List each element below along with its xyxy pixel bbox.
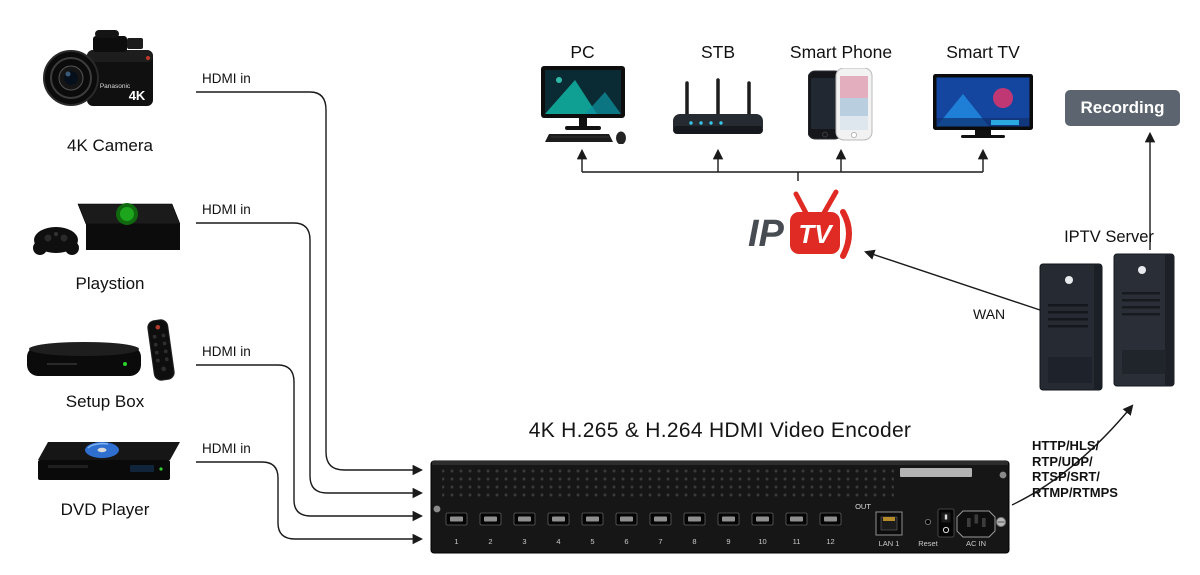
port-number-2: 2	[488, 537, 492, 546]
camera-brand-text: Panasonic	[100, 83, 131, 90]
dvd-player-art	[30, 430, 180, 492]
iptv-tv-shape	[790, 212, 840, 254]
protocol-line-2: RTP/UDP/	[1032, 453, 1093, 469]
gnd-screw	[995, 516, 1007, 528]
wan-label: WAN	[973, 306, 1006, 322]
hdmi-in-label-1: HDMI in	[202, 71, 251, 86]
protocol-line-3: RTSP/SRT/	[1032, 469, 1100, 484]
hdmi-port-11	[785, 512, 808, 526]
reset-hole	[924, 519, 931, 526]
reset-label: Reset	[918, 539, 939, 548]
arrow-encoder-to-server	[1011, 404, 1134, 506]
screw-right	[999, 471, 1007, 479]
label-iptv-server: IPTV Server	[1064, 228, 1154, 246]
hdmi-in-label-3: HDMI in	[202, 344, 251, 359]
hdmi-in-label-4: HDMI in	[202, 441, 251, 456]
port-number-10: 10	[758, 537, 766, 546]
label-pc: PC	[570, 42, 595, 62]
hdmi-port-7	[649, 512, 672, 526]
iptv-logo-tv-text: TV	[798, 219, 834, 249]
label-setup-box: Setup Box	[65, 392, 145, 411]
port-number-1: 1	[454, 537, 458, 546]
iptv-logo: IP TV	[746, 182, 858, 266]
recording-badge: Recording	[1065, 90, 1180, 126]
port-number-7: 7	[658, 537, 662, 546]
hdmi-in-label-2: HDMI in	[202, 202, 251, 217]
line-playstation-to-encoder	[196, 222, 424, 499]
port-number-12: 12	[826, 537, 834, 546]
port-number-8: 8	[692, 537, 696, 546]
camera-art: Panasonic 4K	[35, 28, 185, 133]
hdmi-port-10	[751, 512, 774, 526]
stb-art	[673, 78, 763, 140]
iptv-server-art	[1038, 252, 1180, 397]
iptv-antenna-left	[793, 191, 809, 216]
playstation-art	[30, 190, 180, 270]
label-stb: STB	[700, 42, 736, 62]
hdmi-port-2	[479, 512, 502, 526]
port-number-9: 9	[726, 537, 730, 546]
screw-left	[433, 505, 441, 513]
camera-4k-badge: 4K	[129, 88, 146, 103]
hdmi-port-5	[581, 512, 604, 526]
arrow-server-to-iptv	[864, 249, 1041, 311]
out-label: OUT	[855, 502, 871, 511]
power-switch	[937, 508, 955, 538]
line-dvd-to-encoder	[196, 461, 424, 545]
iptv-swoosh	[840, 209, 852, 259]
smart-tv-art	[933, 74, 1033, 140]
protocol-line-4: RTMP/RTMPS	[1032, 484, 1118, 500]
lan-port	[875, 511, 903, 536]
encoder-sticker	[900, 468, 972, 477]
line-camera-to-encoder	[196, 91, 424, 476]
line-setupbox-to-encoder	[196, 364, 424, 522]
iptv-antenna-right	[821, 189, 839, 216]
encoder-art: 1 2 3 4 5 6 7 8 9 10 11 12 OUT LAN 1 Res…	[430, 451, 1010, 555]
lan-label: LAN 1	[879, 539, 900, 548]
vent-grid	[442, 469, 894, 497]
label-4k-camera: 4K Camera	[67, 136, 153, 155]
hdmi-port-9	[717, 512, 740, 526]
pc-art	[535, 66, 630, 144]
ac-in-label: AC IN	[966, 539, 986, 548]
label-smart-phone: Smart Phone	[789, 42, 893, 62]
label-dvd-player: DVD Player	[60, 500, 150, 519]
hdmi-port-6	[615, 512, 638, 526]
label-smart-tv: Smart TV	[946, 42, 1020, 62]
hdmi-port-3	[513, 512, 536, 526]
hdmi-port-1	[445, 512, 468, 526]
protocol-list: HTTP/HLS/ RTP/UDP/ RTSP/SRT/ RTMP/RTMPS	[1032, 438, 1118, 500]
port-number-4: 4	[556, 537, 560, 546]
hdmi-port-12	[819, 512, 842, 526]
iptv-logo-ip-text: IP	[748, 213, 785, 255]
smart-phone-art	[808, 68, 874, 142]
setup-box-art	[25, 316, 180, 388]
label-playstation: Playstion	[75, 274, 145, 293]
hdmi-port-4	[547, 512, 570, 526]
port-number-6: 6	[624, 537, 628, 546]
encoder-title: 4K H.265 & H.264 HDMI Video Encoder	[528, 419, 912, 442]
hdmi-port-8	[683, 512, 706, 526]
port-number-11: 11	[793, 537, 801, 546]
port-number-5: 5	[590, 537, 594, 546]
protocol-line-1: HTTP/HLS/	[1032, 438, 1100, 453]
port-number-3: 3	[522, 537, 526, 546]
ac-inlet	[956, 510, 996, 538]
